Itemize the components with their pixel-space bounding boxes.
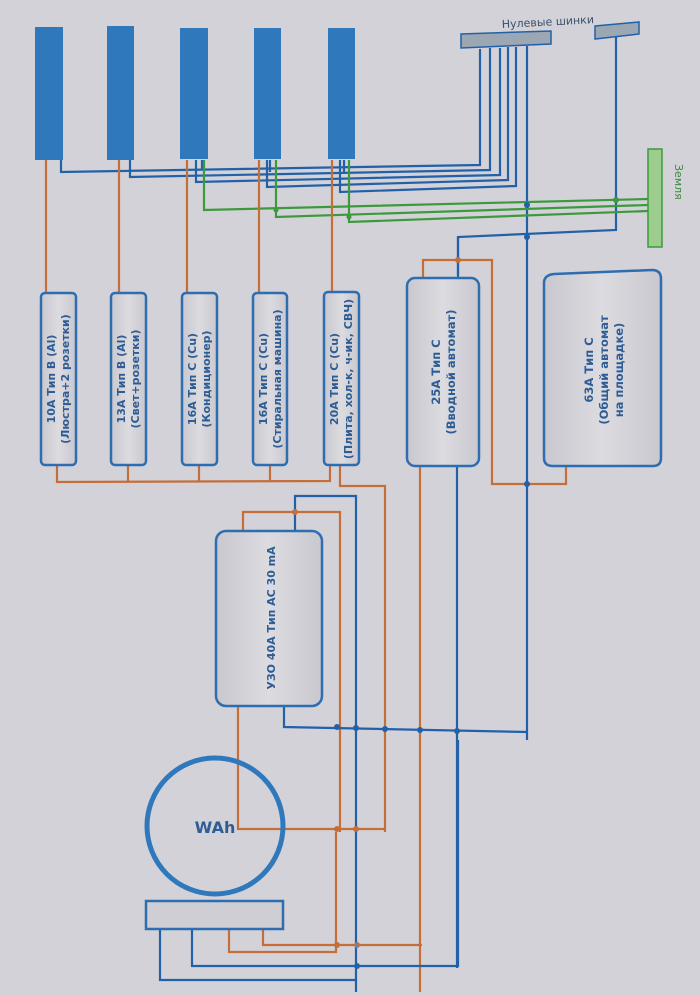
phase-wire [338, 465, 387, 832]
breaker-box-2-text: 13A Тип B (Al) (Свет+розетки) [115, 330, 142, 429]
phase-wire [261, 929, 422, 947]
main-breaker-frame [405, 276, 481, 468]
junction [613, 197, 619, 203]
neutral-wire [128, 48, 492, 179]
breaker-box-1-text: 10A Тип B (Al) (Люстра+2 розетки) [45, 314, 72, 444]
junction-dots-lower [292, 257, 530, 969]
breaker-box-3-frame [180, 291, 219, 467]
breaker-box-2: 13A Тип B (Al) (Свет+розетки) [109, 291, 148, 467]
neutral-secondary-drop [456, 37, 618, 275]
rcd-text: УЗО 40A Тип АС 30 mA [265, 546, 278, 690]
breaker-1-purpose: (Люстра+2 розетки) [59, 314, 72, 444]
rcd-box: УЗО 40A Тип АС 30 mA [214, 529, 324, 708]
phase-wire [236, 706, 385, 831]
breaker-box-3-text: 16A Тип C (Cu) (Кондиционер) [186, 330, 213, 427]
breaker-box-1-frame [39, 291, 78, 467]
main-breaker-rating: 25A Тип C [429, 339, 443, 404]
meter-dial-icon [144, 755, 286, 897]
main-breaker-text: 25A Тип C (Вводной автомат) [429, 309, 458, 434]
neutral-buses: Нулевые шинки [460, 13, 640, 49]
phase-wire [421, 258, 568, 486]
phase-wire [227, 832, 338, 954]
common-breaker-purpose: (Общий автомат [597, 315, 611, 425]
breaker-bar-1 [35, 27, 63, 160]
breaker-box-4-frame [251, 291, 289, 467]
junction [334, 724, 340, 730]
junction [353, 826, 359, 832]
breaker-2-purpose: (Свет+розетки) [129, 330, 142, 429]
junction [524, 234, 530, 240]
neutral-wire [158, 929, 357, 982]
junction [354, 963, 360, 969]
breaker-5-rating: 20A Тип C (Cu) [328, 333, 341, 425]
neutral-buses-label: Нулевые шинки [501, 13, 594, 31]
breaker-1-rating: 10A Тип B (Al) [45, 335, 58, 424]
common-breaker-box: 63A Тип C (Общий автомат на площадке) [542, 268, 663, 468]
breaker-bar-5 [328, 28, 355, 159]
common-breaker-frame [542, 268, 663, 468]
breaker-box-2-frame [109, 291, 148, 467]
breaker-4-rating: 16A Тип C (Cu) [257, 333, 270, 425]
neutral-wire [190, 740, 460, 968]
breaker-box-5: 20A Тип C (Cu) (Плита, хол-к, ч-ик, СВЧ) [322, 290, 361, 467]
meter: WAh [144, 755, 286, 931]
junction [382, 726, 388, 732]
earth-wire [202, 160, 649, 212]
junction [524, 202, 530, 208]
junction [334, 826, 340, 832]
earth-bus [647, 148, 663, 248]
breaker-bars [35, 26, 355, 160]
earth-wires [202, 160, 649, 224]
neutral-wire [338, 47, 518, 194]
breaker-3-rating: 16A Тип C (Cu) [186, 333, 199, 425]
breaker-box-4: 16A Тип C (Cu) (Стиральная машина) [251, 291, 289, 467]
junction [354, 942, 360, 948]
earth-wire [274, 160, 649, 219]
breaker-box-5-frame [322, 290, 361, 467]
phase-wires [44, 160, 568, 992]
meter-terminal-block [144, 899, 285, 931]
neutral-wire [265, 47, 510, 189]
breaker-bar-2 [107, 26, 134, 160]
junction [454, 728, 460, 734]
common-breaker-purpose-2: на площадке) [612, 323, 626, 418]
junction [353, 725, 359, 731]
meter-label: WAh [195, 818, 236, 837]
common-breaker-rating: 63A Тип C [582, 337, 596, 402]
neutral-bus-secondary [594, 21, 640, 40]
main-breaker-purpose: (Вводной автомат) [444, 309, 458, 434]
breaker-3-purpose: (Кондиционер) [200, 330, 213, 427]
rcd-frame [214, 529, 324, 708]
breaker-box-1: 10A Тип B (Al) (Люстра+2 розетки) [39, 291, 78, 467]
junction [292, 509, 298, 515]
earth-bus-group: Земля [647, 148, 685, 248]
junction [524, 481, 530, 487]
junction [417, 727, 423, 733]
breaker-bar-4 [254, 28, 281, 159]
junction [273, 207, 279, 213]
rcd-label: УЗО 40A Тип АС 30 mA [265, 546, 278, 690]
breaker-bar-3 [180, 28, 208, 159]
main-breaker-box: 25A Тип C (Вводной автомат) [405, 276, 481, 468]
breaker-5-purpose: (Плита, хол-к, ч-ик, СВЧ) [342, 299, 355, 459]
junction-dots [273, 197, 619, 240]
junction [455, 257, 461, 263]
earth-bus-label: Земля [672, 164, 685, 200]
phase-wire [241, 510, 342, 832]
breaker-4-purpose: (Стиральная машина) [271, 309, 284, 448]
branch-breaker-boxes: 10A Тип B (Al) (Люстра+2 розетки) 13A Ти… [39, 290, 361, 467]
breaker-box-5-text: 20A Тип C (Cu) (Плита, хол-к, ч-ик, СВЧ) [328, 299, 355, 459]
neutral-wire [282, 706, 528, 734]
neutral-bus-main [460, 30, 552, 49]
common-breaker-text: 63A Тип C (Общий автомат на площадке) [582, 315, 626, 425]
junction [346, 214, 352, 220]
earth-wire [347, 160, 649, 224]
junction [334, 942, 340, 948]
breaker-box-3: 16A Тип C (Cu) (Кондиционер) [180, 291, 219, 467]
breaker-box-4-text: 16A Тип C (Cu) (Стиральная машина) [257, 309, 284, 448]
breaker-2-rating: 13A Тип B (Al) [115, 335, 128, 424]
phase-bus-bottom [55, 465, 332, 484]
